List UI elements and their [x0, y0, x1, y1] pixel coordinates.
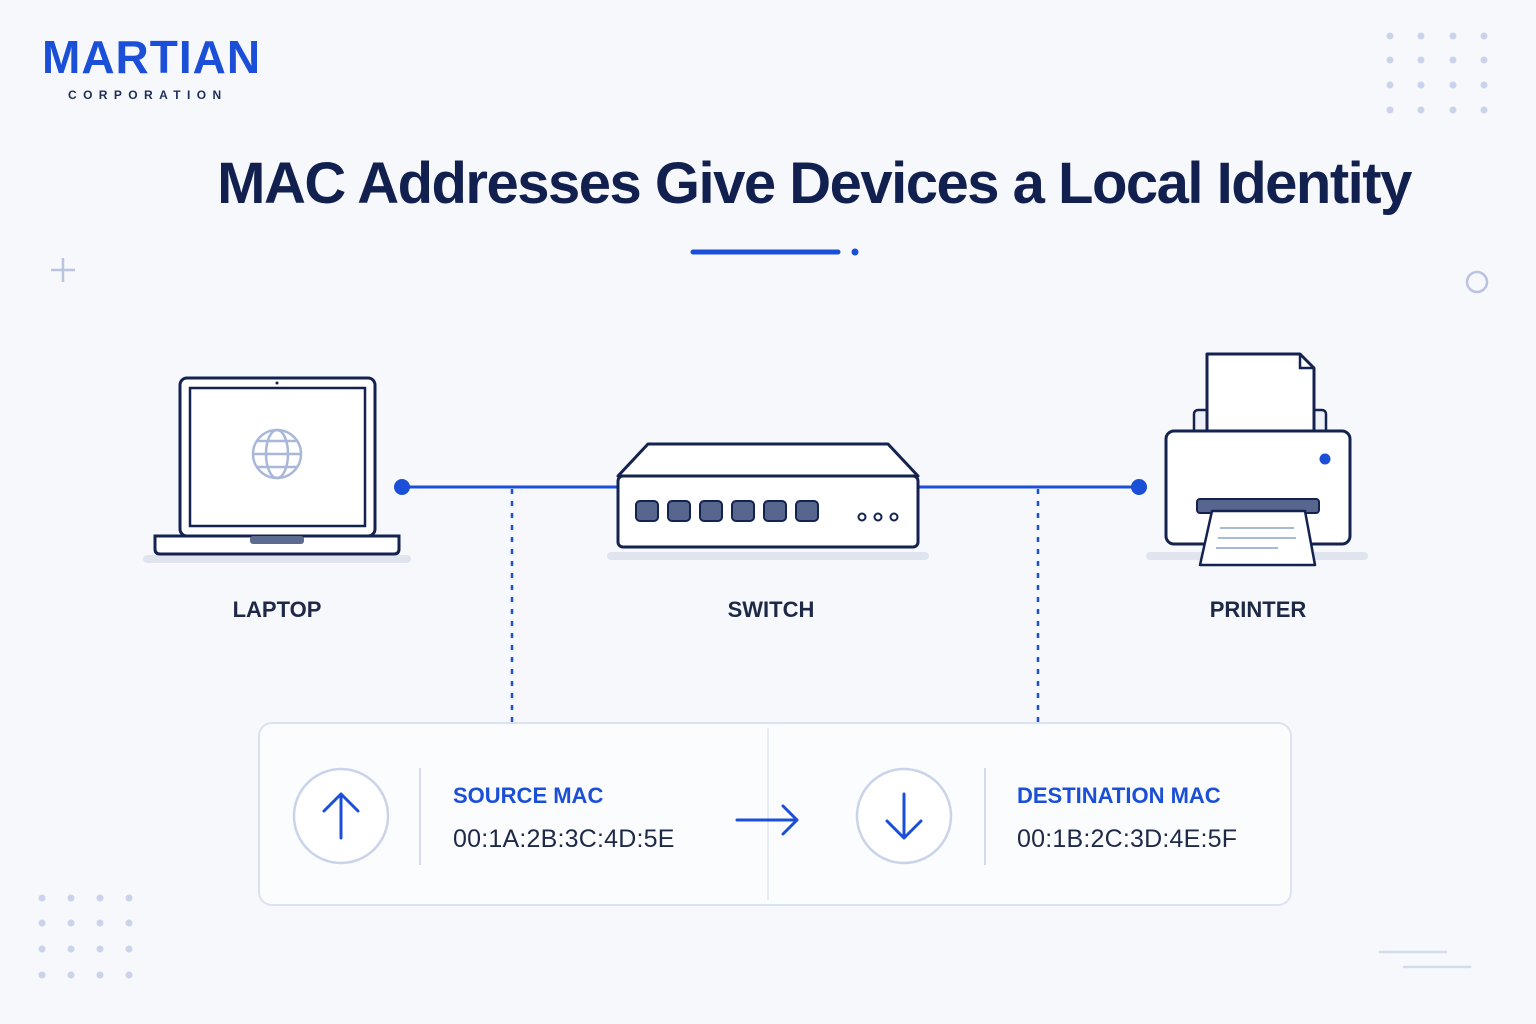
- decor-lines: [1378, 950, 1472, 969]
- decor-plus-icon: [51, 258, 75, 282]
- source-mac-label: SOURCE MAC: [453, 783, 604, 808]
- switch-icon: [607, 442, 929, 560]
- decor-ring-icon: [1465, 270, 1489, 294]
- destination-mac-address: 00:1B:2C:3D:4E:5F: [1017, 825, 1238, 853]
- switch-label: SWITCH: [727, 597, 815, 622]
- printer-label: PRINTER: [1209, 597, 1307, 622]
- printer-icon: [1146, 352, 1368, 567]
- page-title: MAC Addresses Give Devices a Local Ident…: [217, 151, 1412, 216]
- title-underline: [690, 248, 859, 256]
- brand-tagline: CORPORATION: [68, 88, 228, 102]
- frame-info-card: [258, 722, 1292, 906]
- source-mac-address: 00:1A:2B:3C:4D:5E: [453, 825, 675, 853]
- network-links: [394, 479, 1147, 722]
- decor-dot-grid-bottom: [38, 894, 133, 979]
- destination-mac-label: DESTINATION MAC: [1017, 783, 1221, 808]
- laptop-label: LAPTOP: [232, 597, 322, 622]
- decor-dot-grid-top: [1386, 32, 1488, 114]
- brand-logo: MARTIAN: [42, 31, 262, 83]
- globe-icon: [251, 428, 303, 480]
- laptop-icon: [143, 376, 411, 563]
